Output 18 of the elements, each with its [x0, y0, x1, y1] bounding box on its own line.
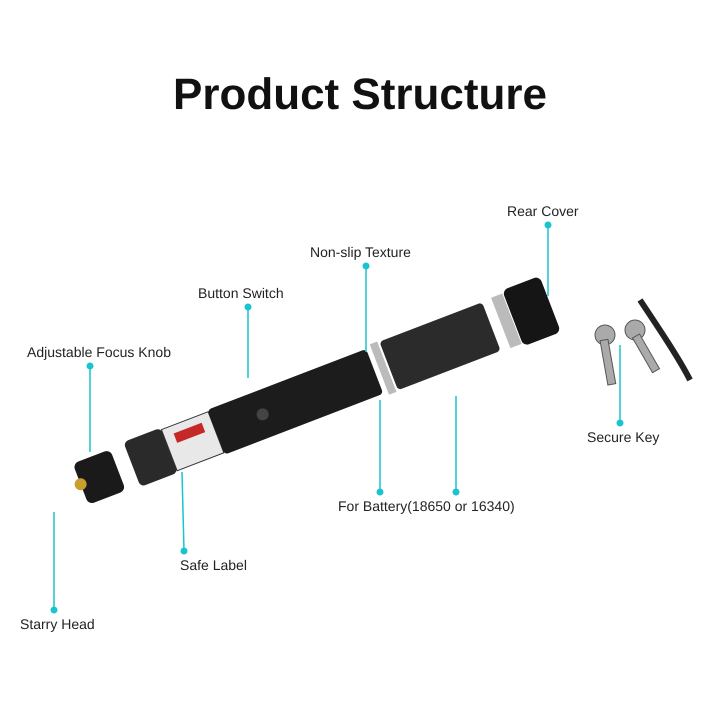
leader-line [180, 472, 188, 554]
leader-line [362, 262, 370, 352]
part-label: Button Switch [198, 285, 284, 301]
leader-line [244, 304, 252, 378]
part-label: Rear Cover [507, 203, 579, 219]
leader-line [86, 362, 94, 452]
title: Product Structure [172, 70, 548, 120]
leader-line [50, 512, 58, 614]
part-label: Non-slip Texture [310, 244, 411, 260]
leader-line [376, 400, 384, 496]
part-label: Safe Label [180, 557, 247, 573]
part-label: Adjustable Focus Knob [27, 344, 171, 360]
leader-line [452, 396, 460, 496]
part-label: Secure Key [587, 429, 660, 445]
part-label: Starry Head [20, 616, 95, 632]
leader-line [544, 222, 552, 296]
leader-line [616, 345, 624, 426]
part-label: For Battery(18650 or 16340) [338, 498, 515, 514]
